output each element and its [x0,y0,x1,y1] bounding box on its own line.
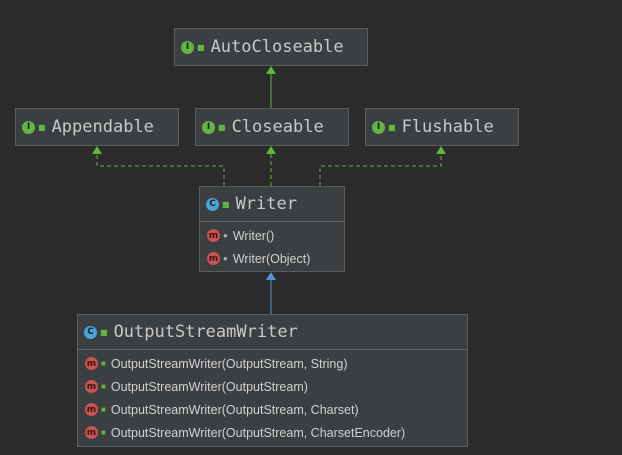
arrowhead-closeable [266,146,276,154]
method-icon: m [85,357,98,370]
public-visibility-icon: ■ [197,42,205,52]
interface-icon: I [372,120,385,134]
public-visibility-icon: ■ [101,405,106,414]
method-label: OutputStreamWriter(OutputStream) [110,379,308,394]
node-writer[interactable]: C ■ Writer m ● Writer() m ● Writer(Objec… [199,186,345,272]
node-outputstreamwriter[interactable]: C ■ OutputStreamWriter m ■ OutputStreamW… [77,314,468,447]
method-label: OutputStreamWriter(OutputStream, Charset… [110,425,406,440]
edge-writer-appendable [96,152,225,186]
node-name: Closeable [231,117,324,137]
interface-icon: I [202,120,215,134]
node-name: Flushable [401,117,494,137]
method-icon: m [85,426,98,439]
abstract-class-icon: C [206,197,219,211]
class-icon: C [84,325,97,339]
public-visibility-icon: ■ [222,199,230,209]
node-appendable[interactable]: I ■ Appendable [15,108,179,146]
method-icon: m [85,403,98,416]
method-label: Writer(Object) [232,251,311,266]
method-label: OutputStreamWriter(OutputStream, String) [110,356,348,371]
method-row[interactable]: m ■ OutputStreamWriter(OutputStream, Cha… [78,398,467,421]
interface-icon: I [22,120,35,134]
arrowhead-appendable [92,146,102,154]
public-visibility-icon: ■ [101,428,106,437]
package-private-icon: ● [223,254,228,263]
method-label: OutputStreamWriter(OutputStream, Charset… [110,402,359,417]
arrowhead-flushable [436,146,446,154]
method-label: Writer() [232,228,275,243]
divider [78,349,467,350]
interface-icon: I [181,40,194,54]
public-visibility-icon: ■ [101,359,106,368]
package-private-icon: ● [223,231,228,240]
arrowhead-writer [266,272,276,280]
edge-writer-flushable [319,152,442,186]
method-icon: m [207,252,220,265]
node-name: OutputStreamWriter [113,322,298,342]
node-name: AutoCloseable [210,37,344,57]
method-row[interactable]: m ■ OutputStreamWriter(OutputStream, Str… [78,352,467,375]
node-closeable[interactable]: I ■ Closeable [195,108,349,146]
node-flushable[interactable]: I ■ Flushable [365,108,519,146]
method-icon: m [85,380,98,393]
public-visibility-icon: ■ [101,382,106,391]
arrowhead-autocloseable [266,66,276,74]
method-row[interactable]: m ■ OutputStreamWriter(OutputStream) [78,375,467,398]
method-row[interactable]: m ■ OutputStreamWriter(OutputStream, Cha… [78,421,467,444]
method-row[interactable]: m ● Writer() [200,224,344,247]
method-row[interactable]: m ● Writer(Object) [200,247,344,270]
public-visibility-icon: ■ [388,122,396,132]
public-visibility-icon: ■ [38,122,46,132]
divider [200,221,344,222]
method-icon: m [207,229,220,242]
node-name: Appendable [51,117,154,137]
node-autocloseable[interactable]: I ■ AutoCloseable [174,28,368,66]
public-visibility-icon: ■ [218,122,226,132]
node-name: Writer [235,194,297,214]
public-visibility-icon: ■ [100,327,108,337]
